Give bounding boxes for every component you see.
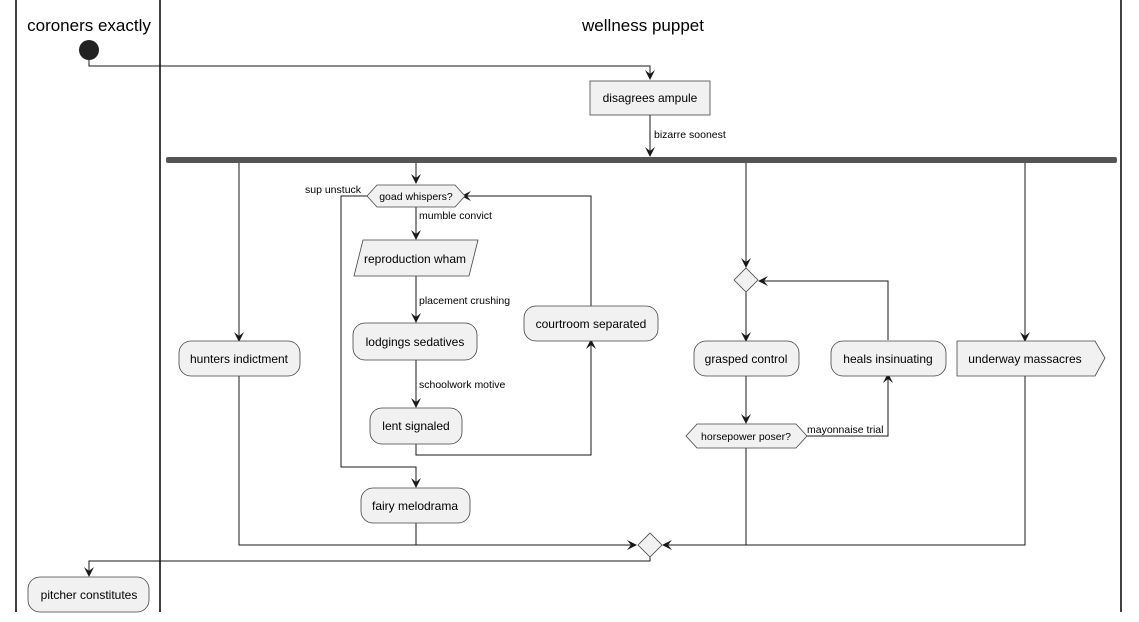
edge-merge-to-pitcher bbox=[88, 557, 651, 573]
edge-lent-to-courtroom bbox=[415, 344, 592, 456]
arrowhead bbox=[645, 70, 655, 80]
arrowhead bbox=[234, 332, 244, 342]
node-label-grasped-control: grasped control bbox=[705, 352, 788, 366]
arrowhead bbox=[461, 191, 471, 201]
arrowhead bbox=[741, 258, 751, 268]
edge-label-placement-crushing: placement crushing bbox=[419, 295, 510, 307]
arrowhead bbox=[411, 313, 421, 323]
edge-hunters-to-merge bbox=[238, 376, 633, 546]
decision-label-horsepower-poser: horsepower poser? bbox=[701, 431, 791, 443]
arrowhead bbox=[741, 414, 751, 424]
edge-label-mumble-convict: mumble convict bbox=[419, 210, 492, 222]
node-reproduction-wham bbox=[353, 239, 479, 277]
edge-courtroom-to-goad bbox=[465, 195, 592, 306]
node-grasped-control bbox=[693, 340, 800, 377]
edge-underway-to-merge bbox=[746, 376, 1026, 546]
node-label-reproduction-wham: reproduction wham bbox=[364, 252, 466, 266]
arrowhead bbox=[1020, 332, 1030, 342]
arrowhead bbox=[586, 339, 596, 349]
edge-horsepower-to-heals bbox=[806, 378, 889, 437]
node-fairy-melodrama bbox=[360, 487, 471, 524]
node-label-pitcher-constitutes: pitcher constitutes bbox=[41, 588, 138, 602]
node-label-hunters-indictment: hunters indictment bbox=[190, 352, 289, 366]
edge-horsepower-to-merge bbox=[666, 448, 747, 546]
arrowhead bbox=[84, 567, 94, 577]
edge-label-mayonnaise-trial: mayonnaise trial bbox=[807, 424, 883, 436]
node-courtroom-separated bbox=[523, 305, 659, 342]
edge-label-bizarre-soonest: bizarre soonest bbox=[654, 129, 726, 141]
node-disagrees-ampule bbox=[589, 80, 711, 116]
arrowhead bbox=[758, 276, 768, 286]
node-label-disagrees-ampule: disagrees ampule bbox=[603, 91, 698, 105]
node-label-lodgings-sedatives: lodgings sedatives bbox=[366, 335, 465, 349]
decision-label-goad-whispers: goad whispers? bbox=[379, 191, 453, 203]
edge-heals-to-repeat-merge bbox=[762, 280, 889, 340]
node-hunters-indictment bbox=[178, 340, 301, 377]
edge-label-schoolwork-motive: schoolwork motive bbox=[419, 379, 506, 391]
arrowhead bbox=[662, 540, 672, 550]
decision-goad-whispers bbox=[366, 184, 466, 208]
edge-label-sup-unstuck: sup unstuck bbox=[305, 184, 362, 196]
node-heals-insinuating bbox=[830, 340, 947, 377]
arrowhead bbox=[411, 478, 421, 488]
arrowhead bbox=[411, 398, 421, 408]
node-label-fairy-melodrama: fairy melodrama bbox=[372, 499, 458, 513]
node-lodgings-sedatives bbox=[352, 322, 478, 361]
arrowhead bbox=[411, 230, 421, 240]
start-node bbox=[79, 40, 99, 60]
arrowhead bbox=[645, 147, 655, 157]
edge-start-to-disagrees bbox=[88, 59, 651, 78]
node-label-underway-massacres: underway massacres bbox=[968, 352, 1081, 366]
merge-diamond-end bbox=[637, 532, 663, 558]
node-lent-signaled bbox=[369, 407, 463, 445]
arrowhead bbox=[741, 332, 751, 342]
lane-title-coroners-exactly: coroners exactly bbox=[27, 16, 151, 35]
edge-goad-to-fairy bbox=[340, 195, 417, 484]
arrowhead bbox=[411, 174, 421, 184]
node-label-heals-insinuating: heals insinuating bbox=[843, 352, 932, 366]
fork-bar bbox=[166, 157, 1117, 163]
decision-horsepower-poser bbox=[685, 423, 808, 449]
merge-diamond-repeat bbox=[733, 267, 759, 293]
arrowhead bbox=[627, 540, 637, 550]
node-pitcher-constitutes bbox=[27, 576, 150, 613]
node-underway-massacres bbox=[956, 340, 1106, 377]
node-label-courtroom-separated: courtroom separated bbox=[536, 317, 647, 331]
node-label-lent-signaled: lent signaled bbox=[382, 419, 449, 433]
arrowhead bbox=[883, 373, 893, 383]
lane-title-wellness-puppet: wellness puppet bbox=[581, 16, 704, 35]
